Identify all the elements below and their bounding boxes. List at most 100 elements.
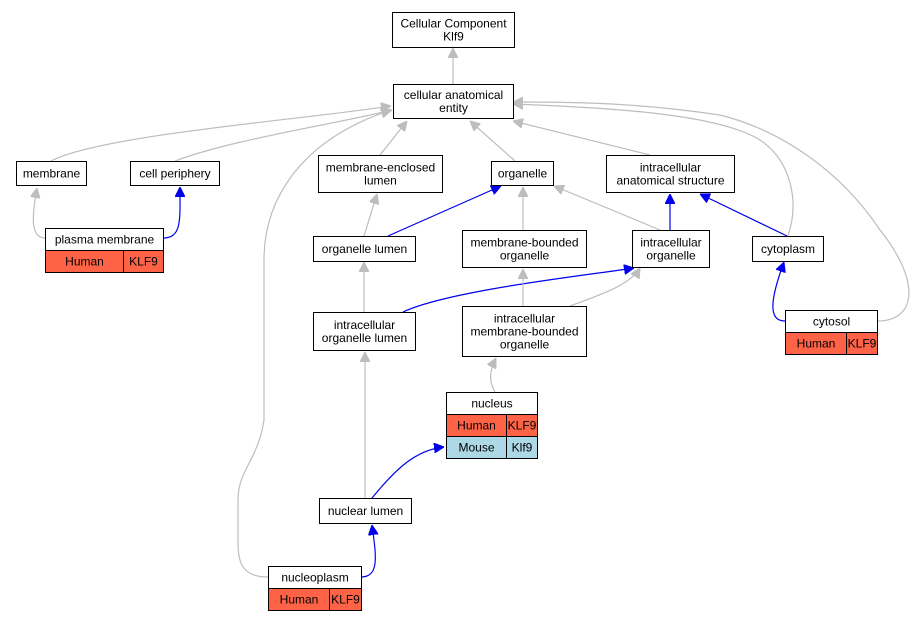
gene-cell [123, 250, 164, 273]
node-box [392, 12, 515, 48]
edge-cyto-to-ias [700, 194, 788, 237]
node-label: intracellular [640, 161, 701, 175]
edges-layer [33, 48, 910, 578]
node-label: Cellular Component [400, 17, 507, 31]
edge-nucleoplasm-to-nlumen [360, 525, 375, 578]
edge-iol-to-io [402, 268, 634, 313]
species-label: Mouse [458, 441, 494, 455]
node-box [318, 155, 443, 193]
edge-nlumen-to-nucleus [371, 447, 444, 499]
node-label: membrane [23, 167, 81, 181]
node-organelle[interactable]: organelle [491, 161, 554, 186]
species-label: Human [280, 593, 319, 607]
node-olumen[interactable]: organelle lumen [313, 236, 416, 262]
gene-cell [329, 588, 362, 611]
node-cyto[interactable]: cytoplasm [752, 236, 824, 262]
edge-ias-to-cae [513, 121, 651, 156]
node-label: nucleus [471, 397, 512, 411]
node-label: cellular anatomical [404, 88, 503, 102]
node-label: organelle [498, 167, 548, 181]
edge-nucleus-to-imbo [491, 358, 497, 393]
gene-label: KLF9 [848, 337, 877, 351]
edge-imbo-to-io [569, 268, 640, 307]
node-nlumen[interactable]: nuclear lumen [319, 498, 412, 524]
gene-cell [506, 436, 538, 459]
node-label: intracellular [334, 318, 395, 332]
node-label: membrane-bounded [470, 236, 578, 250]
node-box [632, 230, 710, 268]
node-box [393, 84, 514, 119]
edge-pm-to-cellper [162, 187, 180, 239]
node-label: plasma membrane [55, 233, 155, 247]
node-label: organelle [500, 249, 550, 263]
edge-pm-to-membrane [33, 188, 46, 239]
edge-cyto-to-cae [513, 104, 794, 237]
node-membrane[interactable]: membrane [16, 161, 87, 186]
edge-cellper-to-cae [174, 110, 392, 162]
edge-olumen-to-mel [363, 194, 377, 237]
annotation-row[interactable]: Human KLF9 [785, 332, 878, 355]
node-label: organelle [646, 249, 696, 263]
edge-io-to-organelle [554, 186, 661, 231]
node-cellper[interactable]: cell periphery [130, 161, 220, 186]
node-label: cytoplasm [761, 242, 815, 256]
node-label: nucleoplasm [281, 571, 348, 585]
node-label: cytosol [813, 315, 850, 329]
node-label: entity [439, 101, 468, 115]
node-box [319, 498, 412, 524]
edge-cytosol-to-cyto [772, 262, 785, 322]
annotation-row[interactable]: Human KLF9 [268, 588, 362, 611]
node-label: Klf9 [443, 30, 464, 44]
gene-label: KLF9 [508, 419, 537, 433]
species-label: Human [797, 337, 836, 351]
node-label: intracellular [640, 236, 701, 250]
edge-cytosol-to-cae [513, 102, 910, 322]
node-box [606, 155, 735, 193]
node-label: lumen [364, 174, 397, 188]
node-box [491, 161, 554, 186]
edge-membrane-to-cae [50, 106, 391, 162]
node-box [462, 230, 587, 268]
gene-label: KLF9 [331, 593, 360, 607]
node-box [313, 312, 416, 351]
node-box [16, 161, 87, 186]
node-label: organelle lumen [322, 331, 407, 345]
node-label: cell periphery [139, 167, 210, 181]
node-label: anatomical structure [616, 174, 724, 188]
node-label: membrane-enclosed [326, 161, 435, 175]
annotation-row[interactable]: Mouse Klf9 [446, 436, 538, 459]
annotation-row[interactable]: Human KLF9 [446, 414, 538, 437]
edge-nucleoplasm-to-cae [237, 110, 391, 578]
node-box [752, 236, 824, 262]
edge-organelle-to-cae [470, 121, 516, 162]
edge-olumen-to-organelle [387, 186, 501, 237]
node-label: organelle [500, 338, 550, 352]
gene-label: Klf9 [512, 441, 533, 455]
species-label: Human [65, 255, 104, 269]
edge-mel-to-cae [379, 121, 407, 156]
node-box [130, 161, 220, 186]
node-box [313, 236, 416, 262]
annotation-row[interactable]: Human KLF9 [45, 250, 164, 273]
species-label: Human [457, 419, 496, 433]
node-box [462, 306, 587, 357]
node-label: nuclear lumen [328, 504, 403, 518]
node-label: intracellular [494, 312, 555, 326]
gene-label: KLF9 [129, 255, 158, 269]
node-label: membrane-bounded [470, 325, 578, 339]
node-label: organelle lumen [322, 242, 407, 256]
